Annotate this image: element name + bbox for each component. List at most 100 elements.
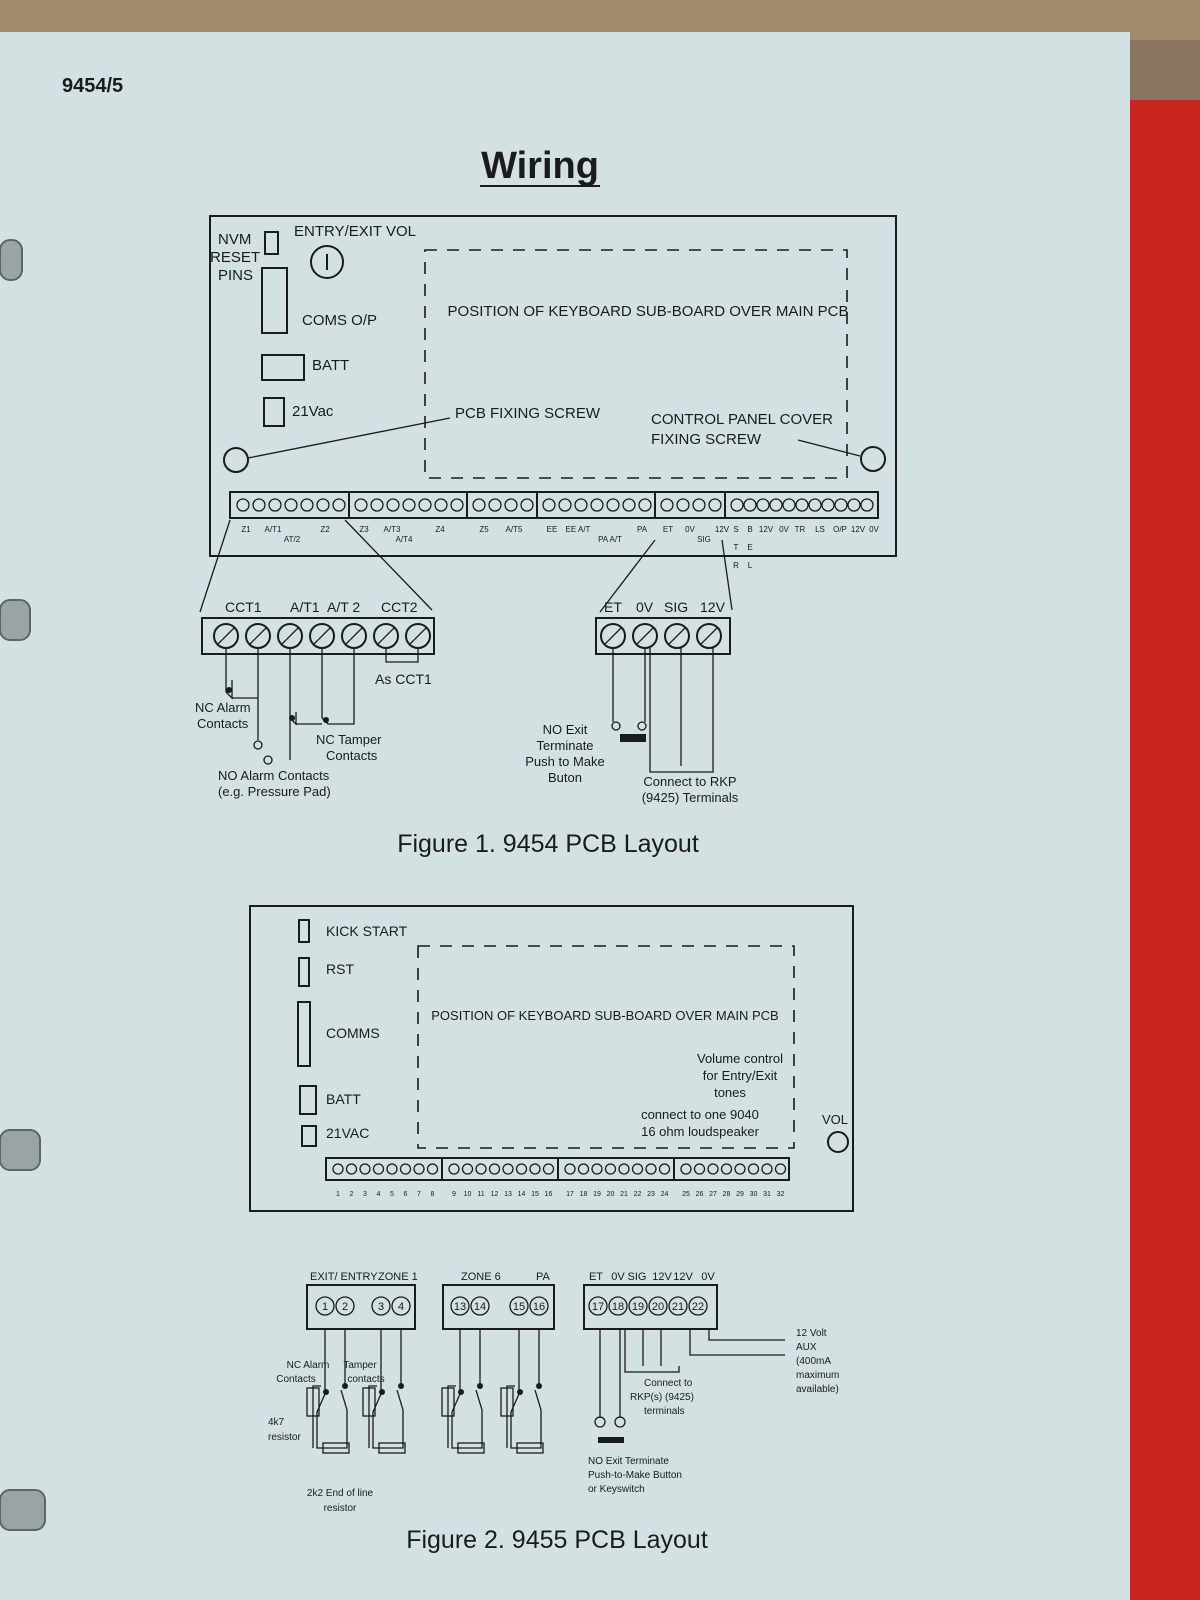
terminal-hole bbox=[413, 1163, 425, 1175]
batt-connector bbox=[261, 354, 305, 381]
volume-note-2: for Entry/Exit bbox=[703, 1068, 778, 1083]
terminal-number: 10 bbox=[464, 1191, 472, 1198]
terminal-number: 16 bbox=[545, 1191, 553, 1198]
rst-pins bbox=[298, 957, 310, 987]
keyboard-subboard-outline bbox=[424, 249, 848, 479]
terminal-hole bbox=[676, 498, 690, 512]
terminal-label: PA A/T bbox=[598, 535, 622, 544]
terminal-number: 17 bbox=[566, 1191, 574, 1198]
connect-rkp-label: Connect to bbox=[644, 1378, 693, 1389]
terminal-number: 2 bbox=[350, 1191, 354, 1198]
terminal-hole bbox=[834, 498, 848, 512]
terminal-3 bbox=[371, 1296, 391, 1316]
terminal-hole bbox=[756, 498, 770, 512]
terminal-number: 16 bbox=[533, 1301, 545, 1313]
terminal-hole bbox=[707, 1163, 719, 1175]
terminal-number: 13 bbox=[504, 1191, 512, 1198]
keyboard-subboard-outline bbox=[417, 945, 795, 1149]
terminal-hole bbox=[591, 1163, 603, 1175]
vac-connector bbox=[301, 1125, 317, 1147]
tamper-label-2: contacts bbox=[347, 1374, 384, 1385]
terminal-hole bbox=[504, 498, 518, 512]
terminal-hole bbox=[720, 1163, 733, 1175]
alarm-contact-icon bbox=[323, 1389, 329, 1395]
resistor-4k7-icon bbox=[306, 1387, 320, 1417]
vac-connector bbox=[263, 397, 285, 427]
terminal-number: 12 bbox=[491, 1191, 499, 1198]
0v-label: 0V bbox=[636, 599, 654, 615]
terminal-label: A/T3 bbox=[384, 525, 401, 534]
terminal-hole bbox=[370, 498, 384, 512]
terminal-number: 3 bbox=[378, 1301, 384, 1313]
terminal-number: 2 bbox=[342, 1301, 348, 1313]
terminal-label: EE A/T bbox=[566, 525, 591, 534]
pins-label: PINS bbox=[218, 267, 253, 284]
nc-alarm-label-2: Contacts bbox=[197, 716, 249, 731]
aux-label: 12 Volt bbox=[796, 1328, 827, 1339]
terminal-hole bbox=[743, 498, 757, 512]
terminal-number: 30 bbox=[750, 1191, 758, 1198]
terminal-hole bbox=[515, 1163, 528, 1175]
pcb-fixing-screw-label: PCB FIXING SCREW bbox=[455, 405, 601, 422]
terminal-number: 25 bbox=[682, 1191, 690, 1198]
terminal-label: 0V bbox=[869, 525, 879, 534]
terminal-hole bbox=[769, 498, 783, 512]
zone-terminal-block bbox=[201, 617, 435, 655]
rkp-terminal-label: ET bbox=[589, 1271, 603, 1283]
terminal-hole bbox=[860, 498, 874, 512]
terminal-block-3 bbox=[583, 1284, 718, 1330]
comms-label: COMMS bbox=[326, 1025, 380, 1041]
pa-label: PA bbox=[536, 1271, 551, 1283]
kick-start-pins bbox=[298, 919, 310, 943]
red-folder bbox=[1125, 100, 1200, 1600]
terminal-hole bbox=[448, 1163, 460, 1175]
terminal-1 bbox=[315, 1296, 335, 1316]
terminal-hole bbox=[590, 498, 604, 512]
volume-knob-icon bbox=[827, 1131, 849, 1153]
keyboard-position-label: POSITION OF KEYBOARD SUB-BOARD OVER MAIN… bbox=[431, 1008, 778, 1023]
terminal-number: 22 bbox=[634, 1191, 642, 1198]
entry-exit-vol-label: ENTRY/EXIT VOL bbox=[294, 223, 416, 240]
terminal-hole bbox=[450, 498, 464, 512]
terminal-hole bbox=[604, 1163, 617, 1175]
speaker-note-2: 16 ohm loudspeaker bbox=[641, 1124, 759, 1139]
terminal-hole bbox=[529, 1163, 541, 1175]
batt-label: BATT bbox=[326, 1091, 361, 1107]
alarm-contact-icon bbox=[517, 1389, 523, 1395]
volume-note-3: tones bbox=[714, 1085, 746, 1100]
pcb-outline bbox=[209, 215, 897, 557]
terminal-hole bbox=[693, 1163, 706, 1175]
volume-knob-icon bbox=[310, 245, 344, 279]
terminal-hole bbox=[660, 498, 674, 512]
terminal-label: AT/2 bbox=[284, 535, 301, 544]
et-label: ET bbox=[604, 599, 622, 615]
aux-label-3: (400mA bbox=[796, 1356, 831, 1367]
terminal-hole bbox=[359, 1163, 371, 1175]
terminal-number: 7 bbox=[417, 1191, 421, 1198]
terminal-label: SIG bbox=[697, 535, 711, 544]
binder-ring bbox=[0, 599, 31, 641]
terminal-number: 28 bbox=[723, 1191, 731, 1198]
terminal-hole bbox=[542, 1163, 555, 1175]
terminal-number: 6 bbox=[404, 1191, 408, 1198]
terminal-hole bbox=[461, 1163, 474, 1175]
terminal-hole bbox=[284, 498, 298, 512]
document-page bbox=[0, 32, 1130, 1600]
reset-label: RESET bbox=[210, 249, 260, 266]
terminal-label: A/T1 bbox=[265, 525, 282, 534]
terminal-hole bbox=[761, 1163, 773, 1175]
sig-label: SIG bbox=[664, 599, 688, 615]
terminal-hole bbox=[658, 1163, 671, 1175]
resistor-4k7-icon bbox=[362, 1387, 376, 1417]
terminal-hole bbox=[418, 498, 432, 512]
terminal-hole bbox=[821, 498, 835, 512]
terminal-hole bbox=[386, 1163, 398, 1175]
no-exit-label-2: Push-to-Make Button bbox=[588, 1470, 682, 1481]
no-exit-label-2: Terminate bbox=[536, 738, 593, 753]
terminal-hole bbox=[542, 498, 556, 512]
terminal-hole bbox=[730, 498, 744, 512]
terminal-hole bbox=[734, 1163, 746, 1175]
